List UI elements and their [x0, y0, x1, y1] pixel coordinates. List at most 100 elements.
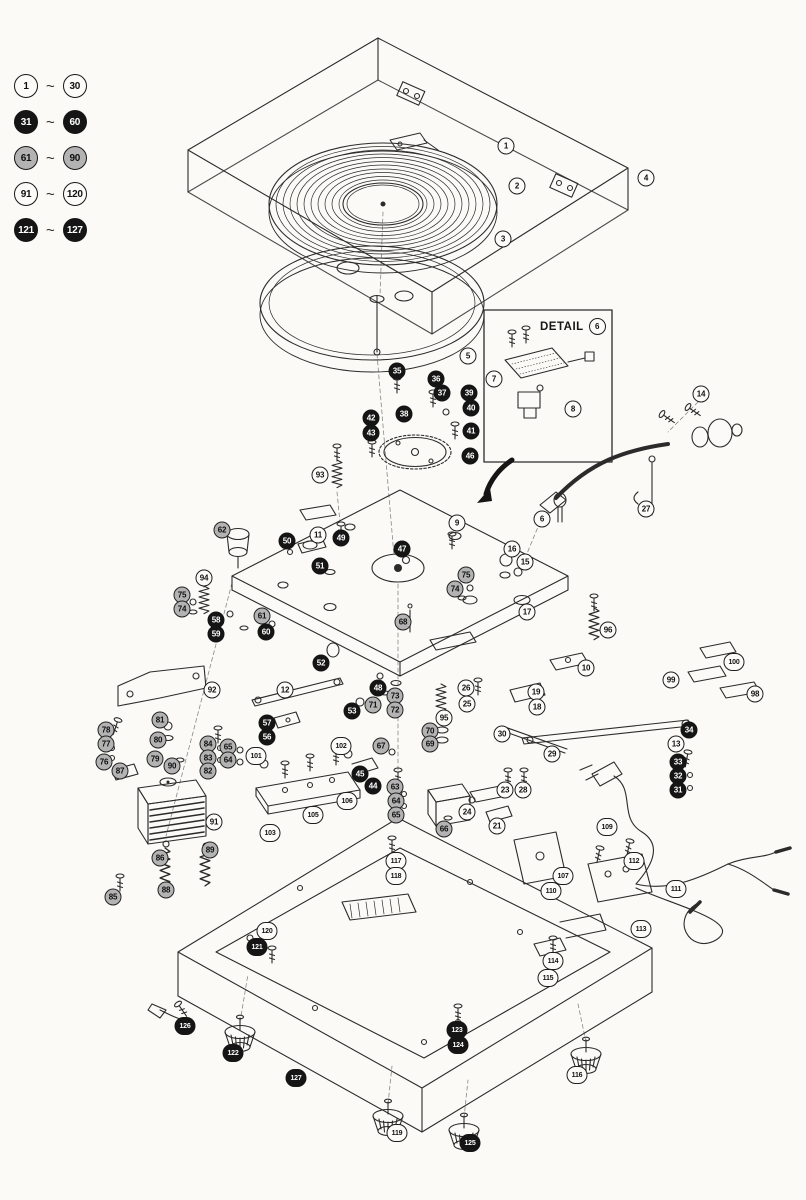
- part-callout-102: 102: [330, 737, 352, 755]
- part-callout-81: 81: [151, 711, 169, 729]
- part-callout-53: 53: [343, 702, 361, 720]
- part-callout-49: 49: [332, 529, 350, 547]
- part-callout-37: 37: [433, 384, 451, 402]
- part-callout-43: 43: [362, 424, 380, 442]
- legend-range-row: 31~60: [14, 110, 87, 134]
- part-callout-93: 93: [311, 466, 329, 484]
- rotation-arrow: [477, 457, 515, 503]
- legend-circle-from: 91: [14, 182, 38, 206]
- part-callout-23: 23: [496, 781, 514, 799]
- part-callout-57: 57: [258, 714, 276, 732]
- part-callout-91: 91: [205, 813, 223, 831]
- detail-label-text: DETAIL: [540, 320, 584, 333]
- part-callout-107: 107: [552, 867, 574, 885]
- legend-circle-to: 120: [62, 182, 87, 206]
- part-callout-120: 120: [256, 922, 278, 940]
- rca-cables-drawing: [635, 846, 792, 945]
- part-callout-25: 25: [458, 695, 476, 713]
- part-callout-31: 31: [669, 781, 687, 799]
- legend-separator: ~: [46, 221, 55, 239]
- part-callout-118: 118: [385, 867, 407, 885]
- part-callout-5: 5: [459, 347, 477, 365]
- part-callout-92: 92: [203, 681, 221, 699]
- part-callout-59: 59: [207, 625, 225, 643]
- part-callout-6: 6: [533, 510, 551, 528]
- part-callout-30: 30: [493, 725, 511, 743]
- part-callout-125: 125: [459, 1134, 481, 1152]
- part-callout-29: 29: [543, 745, 561, 763]
- part-callout-101: 101: [245, 747, 267, 765]
- part-callout-44: 44: [364, 777, 382, 795]
- part-callout-51: 51: [311, 557, 329, 575]
- part-callout-24: 24: [458, 803, 476, 821]
- legend-circle-from: 31: [14, 110, 38, 134]
- part-callout-127: 127: [285, 1069, 307, 1087]
- part-callout-11: 11: [309, 526, 327, 544]
- part-callout-75: 75: [457, 566, 475, 584]
- part-callout-13: 13: [667, 735, 685, 753]
- legend-separator: ~: [46, 185, 55, 203]
- part-callout-103: 103: [259, 824, 281, 842]
- part-callout-41: 41: [462, 422, 480, 440]
- part-callout-9: 9: [448, 514, 466, 532]
- part-callout-76: 76: [95, 753, 113, 771]
- part-callout-12: 12: [276, 681, 294, 699]
- detail-inset-label: DETAIL 6: [540, 318, 606, 335]
- part-callout-96: 96: [599, 621, 617, 639]
- legend-separator: ~: [46, 77, 55, 95]
- part-callout-60: 60: [257, 623, 275, 641]
- part-callout-122: 122: [222, 1044, 244, 1062]
- part-callout-62: 62: [213, 521, 231, 539]
- part-callout-47: 47: [393, 540, 411, 558]
- part-callout-70: 70: [421, 722, 439, 740]
- part-callout-45: 45: [351, 765, 369, 783]
- part-callout-85: 85: [104, 888, 122, 906]
- dust-cover-drawing: [187, 37, 629, 335]
- part-callout-26: 26: [457, 679, 475, 697]
- part-callout-10: 10: [577, 659, 595, 677]
- part-callout-126: 126: [174, 1017, 196, 1035]
- part-callout-82: 82: [199, 762, 217, 780]
- legend-circle-from: 1: [14, 74, 38, 98]
- part-callout-4: 4: [637, 169, 655, 187]
- part-callout-111: 111: [665, 880, 687, 898]
- legend-range-row: 61~90: [14, 146, 87, 170]
- legend-range-row: 1 ~30: [14, 74, 87, 98]
- part-callout-110: 110: [540, 882, 562, 900]
- part-callout-116: 116: [566, 1066, 588, 1084]
- part-callout-115: 115: [537, 969, 559, 987]
- part-callout-64: 64: [387, 792, 405, 810]
- part-callout-121: 121: [246, 938, 268, 956]
- legend-circle-from: 121: [14, 218, 38, 242]
- part-callout-114: 114: [542, 952, 564, 970]
- power-cord-drawing: [579, 761, 654, 885]
- chassis-parts-drawing: [188, 443, 600, 641]
- part-callout-74: 74: [173, 600, 191, 618]
- part-callout-72: 72: [386, 701, 404, 719]
- legend-circle-to: 30: [62, 74, 87, 98]
- part-callout-86: 86: [151, 849, 169, 867]
- part-callout-38: 38: [395, 405, 413, 423]
- part-callout-99: 99: [662, 671, 680, 689]
- part-callout-3: 3: [494, 230, 512, 248]
- part-callout-100: 100: [723, 653, 745, 671]
- part-callout-17: 17: [518, 603, 536, 621]
- part-callout-105: 105: [302, 806, 324, 824]
- headshell-on-platter: [389, 132, 439, 151]
- part-callout-67: 67: [372, 737, 390, 755]
- pcb-drawing: [255, 747, 361, 815]
- part-callout-46: 46: [461, 447, 479, 465]
- part-callout-89: 89: [201, 841, 219, 859]
- hinge-bracket: [396, 81, 426, 106]
- part-callout-119: 119: [386, 1124, 408, 1142]
- drive-gear-drawing: [367, 375, 460, 470]
- part-callout-87: 87: [111, 762, 129, 780]
- part-callout-48: 48: [369, 679, 387, 697]
- part-callout-94: 94: [195, 569, 213, 587]
- part-callout-88: 88: [157, 881, 175, 899]
- legend-circle-to: 60: [62, 110, 87, 134]
- part-callout-1: 1: [497, 137, 515, 155]
- part-callout-90: 90: [163, 757, 181, 775]
